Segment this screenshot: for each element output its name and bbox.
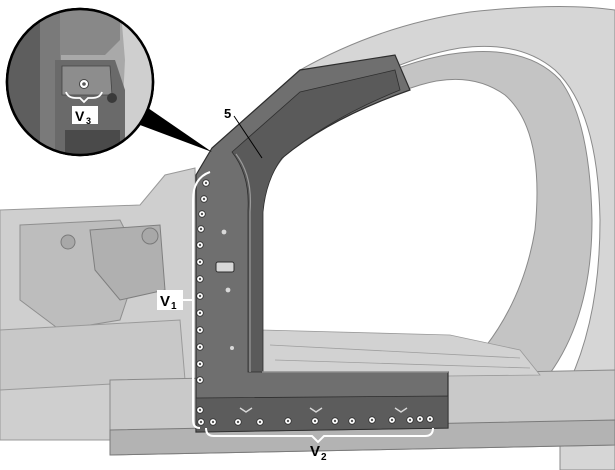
inset-ring <box>5 7 155 157</box>
pillar-hole <box>221 229 227 235</box>
weld-point-center <box>408 418 412 422</box>
label-v3-sub: 3 <box>86 116 91 126</box>
a-pillar-edge-highlight <box>235 153 252 372</box>
label-v1-sub: 1 <box>171 301 177 312</box>
label-v2-letter: V <box>310 443 320 460</box>
weld-point-center <box>202 197 206 201</box>
weld-point-center <box>204 181 208 185</box>
label-v2: V 2 <box>310 443 327 463</box>
weld-point-center <box>199 420 203 424</box>
weld-seam-v2 <box>205 415 434 444</box>
weld-point-center <box>198 345 202 349</box>
label-v1: V 1 <box>157 290 192 312</box>
label-v3-box <box>72 106 98 124</box>
inset-pointer <box>140 108 212 152</box>
weld-point-center <box>198 277 202 281</box>
weld-point-center <box>200 212 204 216</box>
weld-point-center <box>211 420 215 424</box>
part-number-label: 5 <box>224 106 231 121</box>
label-v3-letter: V <box>75 108 85 124</box>
weld-point-center <box>333 419 337 423</box>
weld-point-center <box>198 362 202 366</box>
weld-point-center <box>199 227 203 231</box>
highlighted-part-5 <box>195 54 449 433</box>
weld-point-center <box>286 419 290 423</box>
leader-line <box>233 115 263 159</box>
front-hole <box>60 234 76 250</box>
detail-inset: V 3 <box>5 7 212 157</box>
weld-point-center <box>198 378 202 382</box>
weld-point-center <box>428 417 432 421</box>
v3-bracket <box>65 91 103 104</box>
weld-point-center <box>198 294 202 298</box>
callout-part-5: 5 <box>224 106 263 159</box>
interior-floor-lines <box>269 344 531 369</box>
weld-point-center <box>370 418 374 422</box>
weld-point-center <box>198 243 202 247</box>
sill-lower-band <box>195 395 449 433</box>
label-v1-letter: V <box>160 293 170 310</box>
v2-weld-points <box>209 415 434 426</box>
front-bracket <box>89 224 166 301</box>
pillar-hole <box>230 346 234 350</box>
weld-point-center <box>418 417 422 421</box>
v2-bracket <box>205 427 434 444</box>
weld-point-center <box>313 419 317 423</box>
a-pillar-inner-flange <box>231 69 401 373</box>
pillar-hole <box>225 287 231 293</box>
weld-point-center <box>198 408 202 412</box>
weld-point-center <box>236 420 240 424</box>
label-v1-box <box>157 290 183 310</box>
v1-bracket <box>192 171 211 429</box>
v1-weld-points <box>196 179 210 426</box>
label-v2-sub: 2 <box>321 452 327 463</box>
weld-point-center <box>198 328 202 332</box>
pillar-slot <box>215 261 235 273</box>
weld-point-center <box>390 418 394 422</box>
weld-point-center <box>198 311 202 315</box>
weld-point-center <box>258 420 262 424</box>
weld-point-center <box>198 260 202 264</box>
weld-seam-v1 <box>192 171 211 429</box>
front-hole <box>141 227 159 245</box>
weld-point-center <box>350 419 354 423</box>
sill-tabs <box>239 407 408 413</box>
